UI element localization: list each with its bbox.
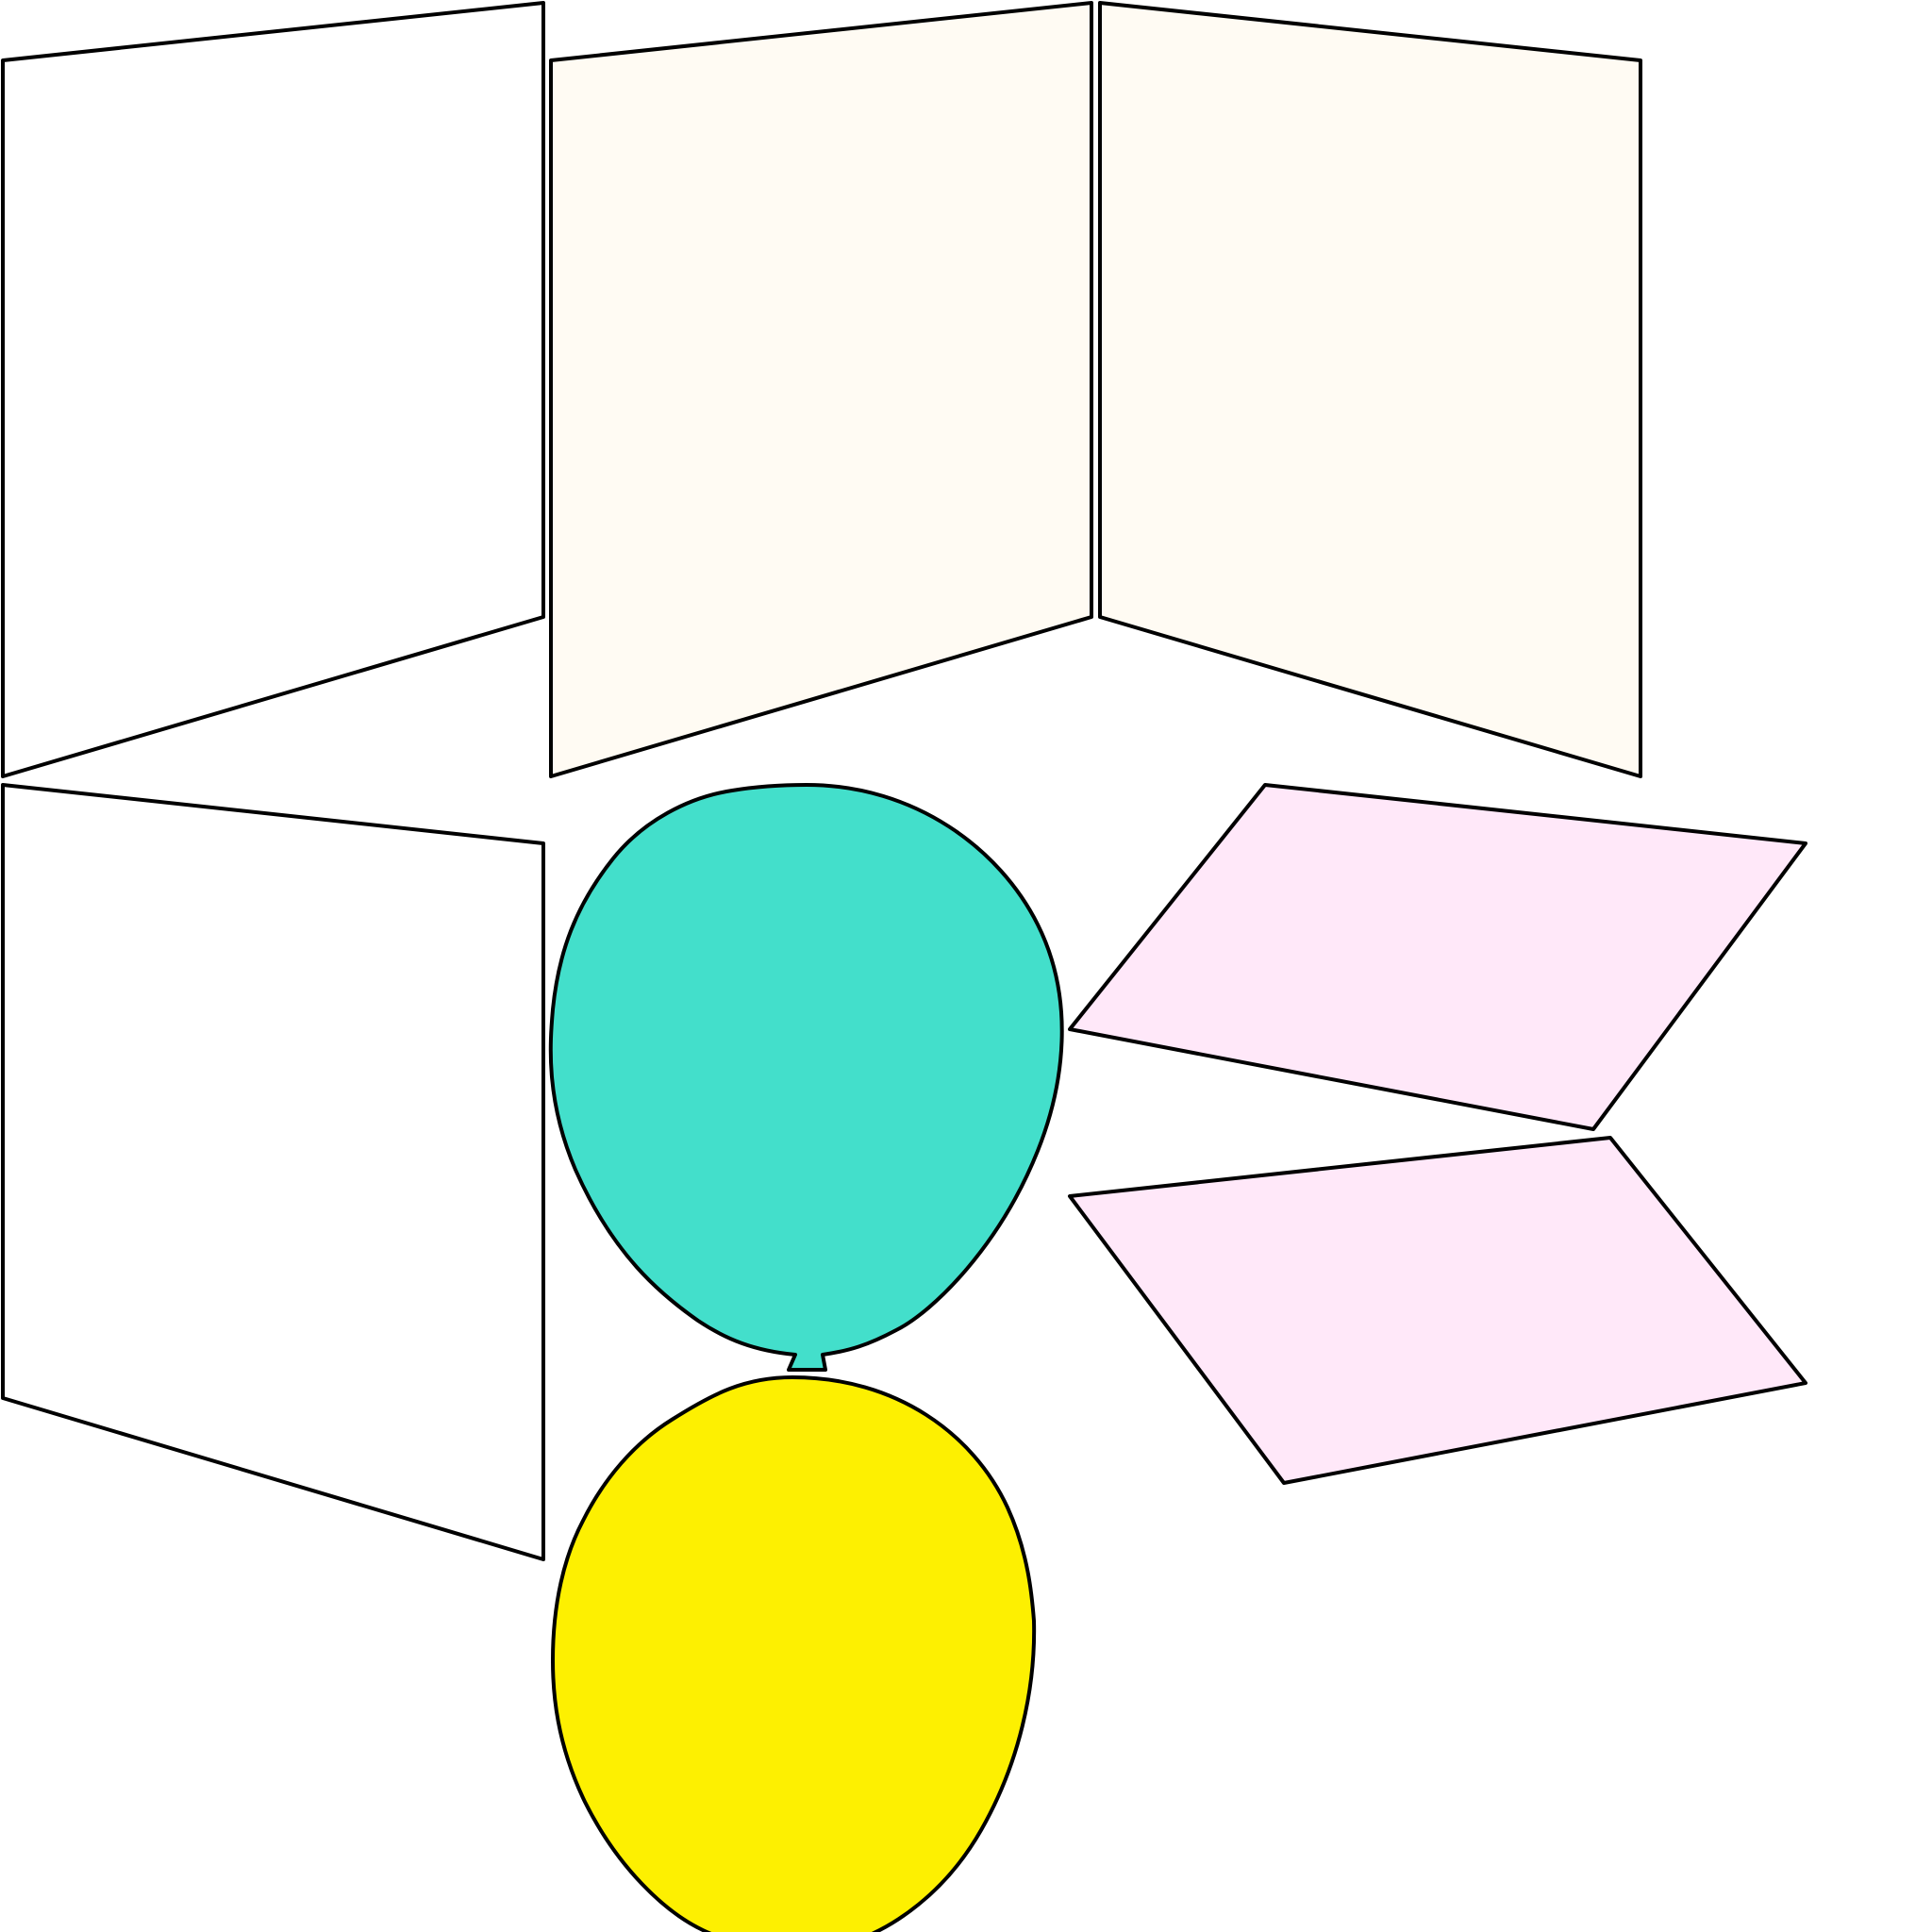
balloon-yellow [551,1375,1037,1932]
balloon-teal [548,783,1064,1372]
panel-top-middle [549,1,1093,778]
panel-top-right [1098,1,1642,778]
rhombus-pink-upper [1068,783,1807,1131]
rhombus-pink-lower [1068,1136,1807,1485]
panel-bottom-left [1,783,545,1561]
panel-top-left [1,1,545,778]
